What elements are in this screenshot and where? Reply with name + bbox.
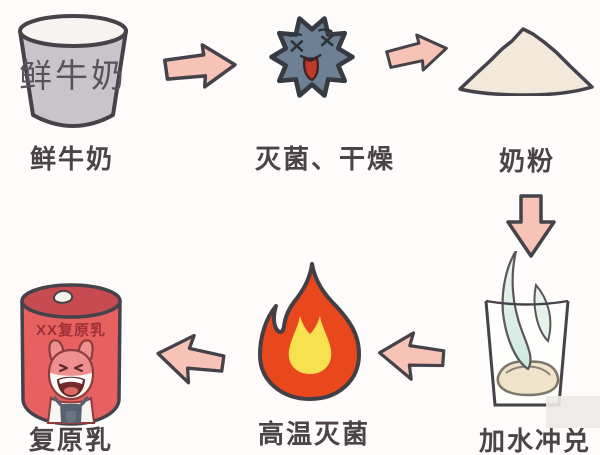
powder-pile-icon [456,20,596,96]
arrow-right-icon [380,25,454,81]
milk-bucket-icon: 鲜牛奶 [8,7,138,137]
stage-label-fresh-milk: 鲜牛奶 [29,144,114,174]
stage-label-high-temp-sterilize: 高温灭菌 [257,419,370,449]
arrow-left-icon [148,322,232,394]
dead-germ-icon [266,11,358,103]
bucket-text: 鲜牛奶 [19,57,127,94]
arrow-right-icon [159,39,241,94]
stage-label-milk-powder: 奶粉 [498,146,555,176]
stage-label-sterilize-dry: 灭菌、干燥 [254,144,395,174]
flame-icon [254,260,364,406]
stage-label-add-water-mix: 加水冲兑 [478,426,591,455]
can-text: XX复原乳 [36,321,106,339]
arrow-down-icon [504,192,558,262]
glass-pouring-water-icon [476,251,576,411]
arrow-left-icon [372,322,450,387]
milk-can-icon: XX复原乳 [18,277,124,429]
watermark-patch [546,396,600,428]
stage-label-reconstituted-milk: 复原乳 [28,425,113,455]
